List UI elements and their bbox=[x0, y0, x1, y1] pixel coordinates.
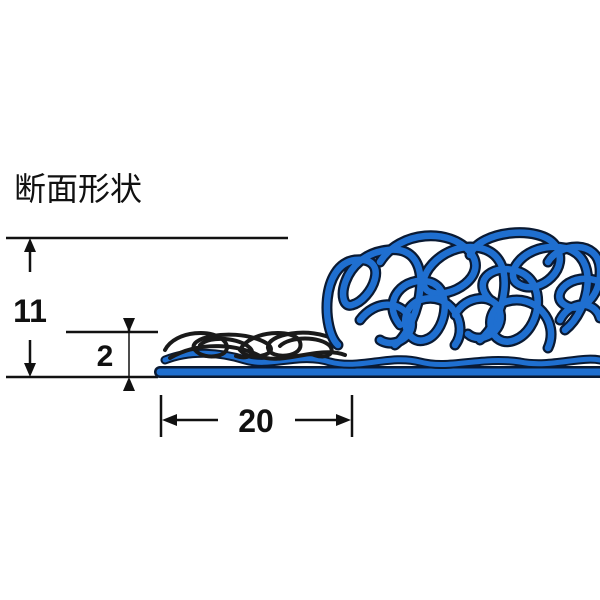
dimension-11-arrow-up bbox=[24, 238, 36, 252]
diagram-title: 断面形状 bbox=[14, 170, 142, 208]
dimension-2-arrow-down bbox=[123, 318, 135, 332]
dimension-20-arrow-right bbox=[336, 414, 351, 426]
mat-base-layer bbox=[154, 348, 600, 378]
reference-lines bbox=[6, 236, 288, 379]
tall-loop-1 bbox=[323, 246, 424, 349]
tall-loop-6 bbox=[544, 243, 600, 311]
tall-loop-7 bbox=[356, 301, 415, 347]
dimension-20-label: 20 bbox=[238, 403, 274, 439]
dimension-11-label: 11 bbox=[13, 293, 47, 329]
tall-loop-9 bbox=[556, 301, 600, 324]
dark-loop-4 bbox=[198, 336, 254, 360]
tall-loop-2 bbox=[376, 232, 508, 344]
mat-cross-section bbox=[154, 227, 600, 378]
dimension-2-label: 2 bbox=[97, 340, 114, 373]
dimension-20-arrow-left bbox=[162, 414, 177, 426]
dimension-total-height: 11 bbox=[13, 238, 47, 377]
tall-loop-5 bbox=[479, 265, 555, 352]
tall-loop-4 bbox=[466, 229, 591, 334]
dark-loop-2 bbox=[238, 330, 337, 358]
tall-loop-3 bbox=[389, 277, 464, 349]
dimension-11-arrow-down bbox=[24, 363, 36, 377]
dark-loop-3 bbox=[168, 344, 347, 361]
dark-loop-5 bbox=[278, 336, 334, 359]
dimension-base-height: 2 bbox=[97, 318, 135, 391]
low-loop-layer bbox=[163, 330, 347, 361]
tall-loop-fills bbox=[323, 229, 600, 352]
dimension-2-arrow-up bbox=[123, 377, 135, 391]
tall-loop-8 bbox=[451, 295, 504, 342]
dimension-base-length: 20 bbox=[159, 395, 354, 439]
